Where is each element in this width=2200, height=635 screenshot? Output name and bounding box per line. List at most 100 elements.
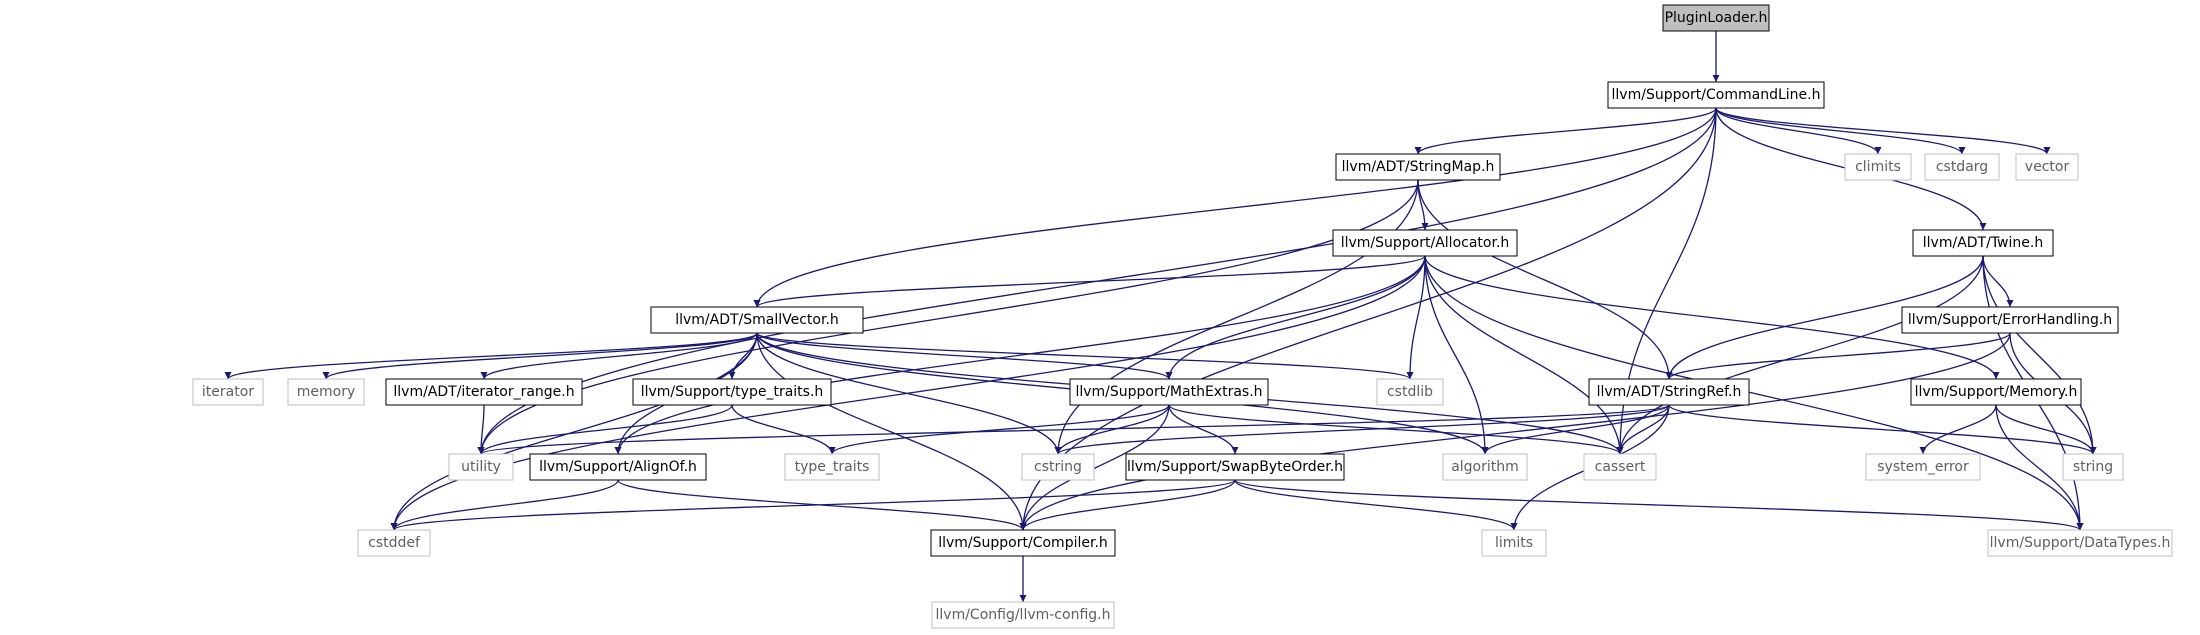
- node-llvm-support-memory-h[interactable]: llvm/Support/Memory.h: [1910, 378, 2082, 406]
- node-llvm-support-commandline-h[interactable]: llvm/Support/CommandLine.h: [1607, 81, 1825, 109]
- node-label: type_traits: [795, 459, 870, 475]
- edge-twine-to-string: [1982, 255, 2097, 455]
- edge-swapbyte-to-compiler: [1019, 479, 1236, 531]
- node-llvm-support-alignof-h[interactable]: llvm/Support/AlignOf.h: [529, 453, 707, 481]
- edge-cmdline-to-cstdarg: [1715, 107, 1966, 155]
- edge-allocator-to-cstddef: [390, 255, 1426, 531]
- edge-allocator-to-alignof: [614, 255, 1426, 455]
- edge-mathextras-to-swapbyte: [1168, 404, 1239, 455]
- node-box: [1901, 306, 2119, 334]
- edge-smallvector-to-cstdlib: [756, 332, 1414, 380]
- node-label: iterator: [202, 384, 254, 400]
- node-box: [1481, 529, 1547, 557]
- edge-cmdline-to-stringmap: [1414, 107, 1717, 155]
- edge-swapbyte-to-cstddef: [390, 479, 1236, 531]
- edge-smallvector-to-cstring: [756, 332, 1062, 455]
- header-nodes: PluginLoader.h llvm/Support/CommandLine.h…: [192, 4, 2173, 629]
- edge-mathextras-to-type_traits: [828, 404, 1170, 455]
- node-label: llvm/Support/ErrorHandling.h: [1908, 312, 2112, 328]
- node-label: llvm/Support/DataTypes.h: [1990, 535, 2171, 551]
- node-label: llvm/Support/AlignOf.h: [539, 459, 697, 475]
- node-label: PluginLoader.h: [1665, 10, 1768, 26]
- node-llvm-support-compiler-h[interactable]: llvm/Support/Compiler.h: [930, 529, 1116, 557]
- edge-allocator-to-memoryh: [1424, 255, 2000, 380]
- node-box: [1844, 153, 1912, 181]
- node-llvm-support-errorhandling-h[interactable]: llvm/Support/ErrorHandling.h: [1901, 306, 2119, 334]
- node-cstdarg: cstdarg: [1924, 153, 2000, 181]
- node-label: llvm/ADT/iterator_range.h: [393, 384, 574, 400]
- node-llvm-adt-stringref-h[interactable]: llvm/ADT/StringRef.h: [1588, 378, 1750, 406]
- edge-smallvector-to-iterrange: [480, 332, 758, 380]
- node-label: llvm/Support/Allocator.h: [1341, 235, 1510, 251]
- edge-stringref-to-cassert: [1616, 404, 1670, 455]
- node-utility: utility: [448, 453, 514, 481]
- node-climits: climits: [1844, 153, 1912, 181]
- node-label: llvm/Config/llvm-config.h: [936, 607, 1111, 623]
- node-llvm-support-mathextras-h[interactable]: llvm/Support/MathExtras.h: [1069, 378, 1269, 406]
- node-string: string: [2062, 453, 2124, 481]
- node-label: llvm/Support/CommandLine.h: [1612, 87, 1821, 103]
- node-llvm-support-swapbyteorder-h[interactable]: llvm/Support/SwapByteOrder.h: [1125, 453, 1345, 481]
- node-llvm-support-type-traits-h[interactable]: llvm/Support/type_traits.h: [632, 378, 832, 406]
- node-llvm-adt-iterator-range-h[interactable]: llvm/ADT/iterator_range.h: [385, 378, 583, 406]
- node-iterator: iterator: [192, 378, 264, 406]
- edge-memoryh-to-system_error: [1919, 404, 1997, 455]
- node-box: [2015, 153, 2079, 181]
- edge-allocator-to-smallvector: [753, 255, 1426, 308]
- node-label: llvm/ADT/StringMap.h: [1342, 159, 1495, 175]
- node-cstdlib: cstdlib: [1376, 378, 1444, 406]
- node-box: [632, 378, 832, 406]
- node-box: [1865, 453, 1981, 481]
- node-label: cassert: [1595, 459, 1646, 475]
- node-label: llvm/Support/MathExtras.h: [1075, 384, 1262, 400]
- node-limits: limits: [1481, 529, 1547, 557]
- node-label: system_error: [1877, 459, 1969, 475]
- node-system-error: system_error: [1865, 453, 1981, 481]
- edge-mathextras-to-compiler: [1019, 404, 1170, 531]
- node-label: llvm/ADT/SmallVector.h: [675, 312, 839, 328]
- node-box: [287, 378, 365, 406]
- node-llvm-adt-stringmap-h[interactable]: llvm/ADT/StringMap.h: [1335, 153, 1501, 181]
- edge-stringmap-to-stringref: [1417, 179, 1673, 380]
- node-label: llvm/Support/SwapByteOrder.h: [1127, 459, 1343, 475]
- edge-allocator-to-datatypes: [1424, 255, 2084, 531]
- edge-cmdline-to-smallvector: [753, 107, 1717, 308]
- edge-smallvector-to-mathextras: [756, 332, 1173, 380]
- node-box: [650, 306, 864, 334]
- node-box: [529, 453, 707, 481]
- node-vector: vector: [2015, 153, 2079, 181]
- edge-alignof-to-cstddef: [390, 479, 619, 531]
- node-algorithm: algorithm: [1442, 453, 1528, 481]
- edge-cmdline-to-climits: [1715, 107, 1882, 155]
- node-box: [1910, 378, 2082, 406]
- node-box: [2062, 453, 2124, 481]
- node-cstring: cstring: [1021, 453, 1095, 481]
- edge-stringref-to-utility: [477, 404, 1670, 455]
- dependency-edges: [224, 30, 2097, 602]
- node-cassert: cassert: [1583, 453, 1657, 481]
- node-label: climits: [1855, 159, 1901, 175]
- node-label: llvm/Support/Memory.h: [1915, 384, 2078, 400]
- node-llvm-adt-twine-h[interactable]: llvm/ADT/Twine.h: [1912, 229, 2054, 257]
- node-box: [1924, 153, 2000, 181]
- edge-smallvector-to-compiler: [756, 332, 1027, 531]
- node-label: algorithm: [1451, 459, 1519, 475]
- node-llvm-adt-smallvector-h[interactable]: llvm/ADT/SmallVector.h: [650, 306, 864, 334]
- node-label: memory: [297, 384, 356, 400]
- node-box: [385, 378, 583, 406]
- edge-stringref-to-string: [1668, 404, 2097, 455]
- node-box: [1335, 153, 1501, 181]
- edge-swapbyte-to-datatypes: [1234, 479, 2084, 531]
- edge-allocator-to-mathextras: [1165, 255, 1426, 380]
- node-memory: memory: [287, 378, 365, 406]
- edge-stringmap-to-utility: [477, 179, 1419, 455]
- node-box: [1021, 453, 1095, 481]
- edge-smallvector-to-cstddef: [390, 332, 758, 531]
- edge-twine-to-cassert: [1616, 255, 1984, 455]
- node-box: [192, 378, 264, 406]
- edge-twine-to-stringref: [1665, 255, 1984, 380]
- node-box: [784, 453, 880, 481]
- node-label: llvm/ADT/StringRef.h: [1597, 384, 1742, 400]
- node-pluginloader-h[interactable]: PluginLoader.h: [1662, 4, 1770, 32]
- node-llvm-support-allocator-h[interactable]: llvm/Support/Allocator.h: [1332, 229, 1518, 257]
